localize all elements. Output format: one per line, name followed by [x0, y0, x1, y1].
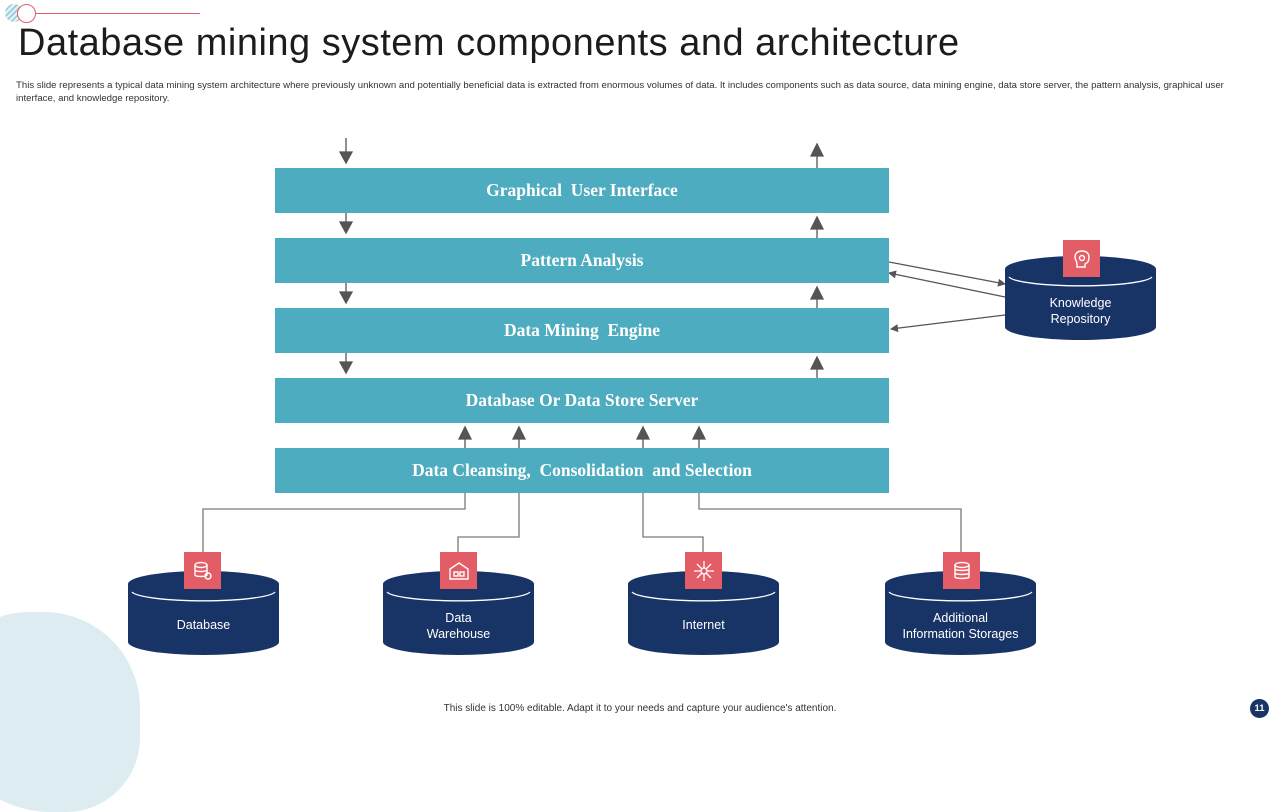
- decorative-circle-outline: [17, 4, 36, 23]
- data-warehouse-label: Data Warehouse: [426, 611, 491, 641]
- down-arrow-4: [338, 353, 354, 375]
- layer-data-cleansing: Data Cleansing, Consolidation and Select…: [275, 448, 889, 493]
- up-arrow-6: [511, 425, 527, 448]
- down-arrow-1: [338, 138, 354, 165]
- up-arrow-8: [691, 425, 707, 448]
- brain-gear-icon: [1063, 240, 1100, 277]
- connector-additional-storages: [698, 493, 962, 570]
- up-arrow-1: [809, 142, 825, 168]
- up-arrow-7: [635, 425, 651, 448]
- page-number: 11: [1250, 699, 1269, 718]
- up-arrow-4: [809, 355, 825, 378]
- knowledge-repository-label: Knowledge Repository: [1049, 296, 1112, 326]
- decorative-line: [28, 13, 200, 14]
- up-arrow-5: [457, 425, 473, 448]
- warehouse-icon: [440, 552, 477, 589]
- internet-label: Internet: [682, 618, 725, 632]
- layer-data-store-server: Database Or Data Store Server: [275, 378, 889, 423]
- down-arrow-2: [338, 213, 354, 235]
- up-arrow-3: [809, 285, 825, 308]
- storage-stack-icon: [943, 552, 980, 589]
- layer-pattern-analysis: Pattern Analysis: [275, 238, 889, 283]
- up-arrow-2: [809, 215, 825, 238]
- layer-graphical-user-interface: Graphical User Interface: [275, 168, 889, 213]
- slide-title: Database mining system components and ar…: [18, 22, 960, 64]
- network-icon: [685, 552, 722, 589]
- arrow-repository-to-pattern: [888, 270, 1006, 298]
- arrow-repository-to-engine: [890, 314, 1006, 333]
- slide-description: This slide represents a typical data min…: [16, 80, 1224, 104]
- down-arrow-3: [338, 283, 354, 305]
- database-label: Database: [176, 618, 231, 632]
- database-gear-icon: [184, 552, 221, 589]
- connector-database: [202, 493, 466, 570]
- footer-note: This slide is 100% editable. Adapt it to…: [443, 703, 837, 714]
- additional-storages-label: Additional Information Storages: [902, 611, 1019, 641]
- arrow-pattern-to-repository: [888, 261, 1006, 287]
- layer-data-mining-engine: Data Mining Engine: [275, 308, 889, 353]
